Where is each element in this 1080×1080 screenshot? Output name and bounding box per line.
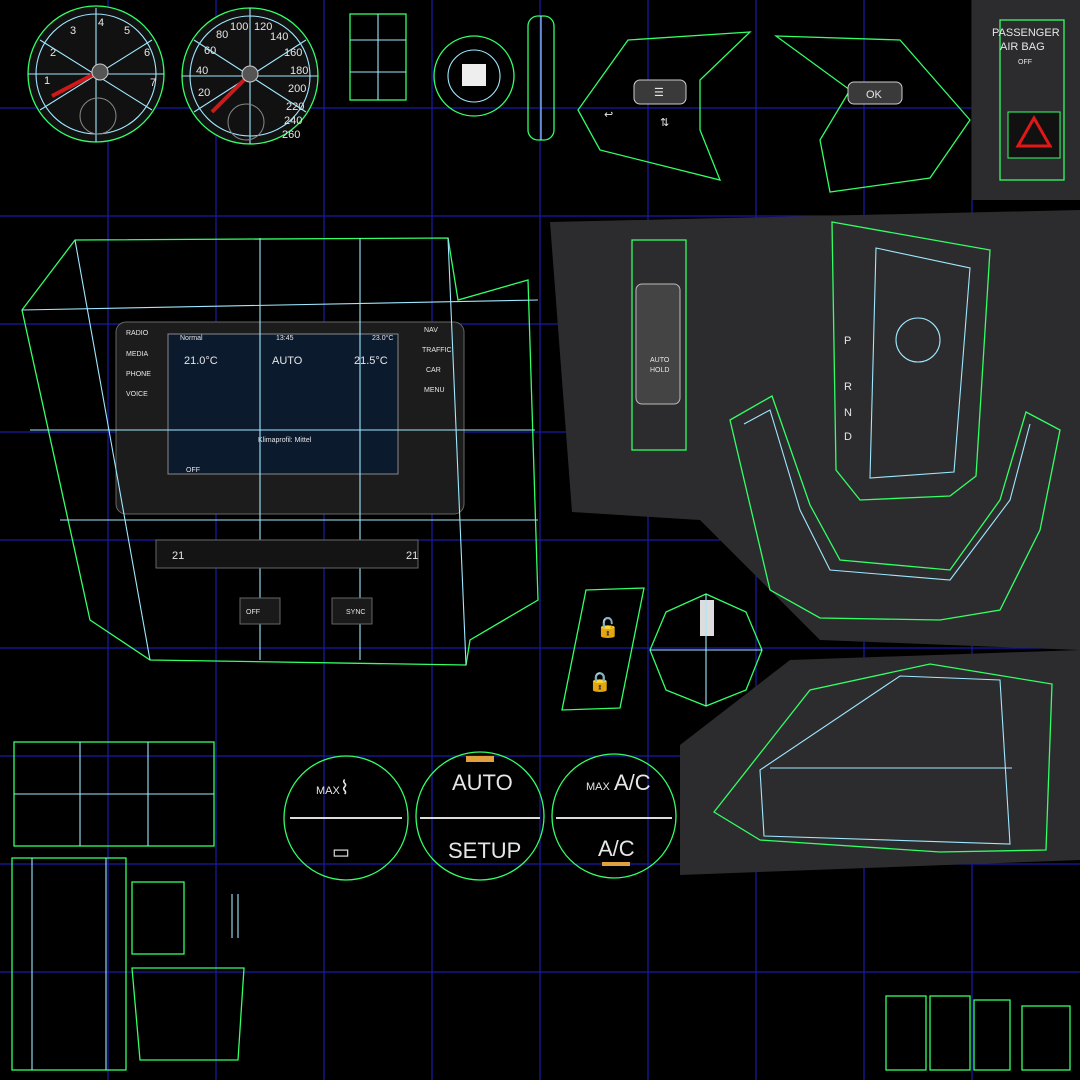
auto-knob-label: AUTO <box>452 770 513 795</box>
speedo-tick: 80 <box>216 29 228 41</box>
speedo-tick: 60 <box>204 45 216 57</box>
small-switches <box>885 995 1071 1071</box>
knob-auto-setup: AUTO SETUP <box>415 751 545 881</box>
max-ac-label: A/C <box>614 770 651 795</box>
btn-menu: MENU <box>424 387 445 394</box>
passenger-airbag-panel: PASSENGER AIR BAG OFF <box>992 19 1065 181</box>
speedo-tick: 200 <box>288 83 306 95</box>
unlock-icon: 🔓 <box>596 616 620 639</box>
knob-ac: MAX A/C A/C <box>551 753 677 879</box>
tachometer: 1 2 3 4 5 6 7 <box>27 5 165 143</box>
speedo-needle <box>210 72 252 114</box>
dashboard-vent <box>713 663 1053 853</box>
passenger-panel-backdrop <box>972 0 1080 200</box>
tach-tick: 4 <box>98 17 104 29</box>
climate-profile: Klimaprofil: Mittel <box>258 437 312 444</box>
auto-hold-switch: AUTO HOLD <box>631 239 687 451</box>
switch-panel-left <box>13 741 215 847</box>
temp-left: 21.0°C <box>184 355 218 367</box>
screen-time: 13:45 <box>276 335 294 342</box>
misc-parts-bottom-left <box>11 857 245 1071</box>
header-left: Normal <box>180 335 203 342</box>
climate-mode: AUTO <box>272 355 303 367</box>
tach-tick: 3 <box>70 25 76 37</box>
passenger-label: PASSENGER <box>992 27 1060 39</box>
btn-radio: RADIO <box>126 330 149 337</box>
rear-defrost-icon: ▭ <box>332 842 350 863</box>
steering-right-panel: OK <box>773 35 971 193</box>
defrost-max-label: MAX <box>316 785 341 797</box>
ac-label: A/C <box>598 836 635 861</box>
back-icon: ↩ <box>604 109 613 121</box>
speedo-tick: 180 <box>290 65 308 77</box>
stalk-part <box>527 15 555 141</box>
strip-sync: SYNC <box>346 609 365 616</box>
speedo-tick: 20 <box>198 87 210 99</box>
tach-tick: 1 <box>44 75 50 87</box>
airbag-label: AIR BAG <box>1000 41 1045 53</box>
hazard-triangle-icon <box>1015 114 1053 148</box>
tach-tick: 5 <box>124 25 130 37</box>
gear-d: D <box>844 431 852 443</box>
speedo-tick: 120 <box>254 21 272 33</box>
btn-voice: VOICE <box>126 391 148 398</box>
hold-label: HOLD <box>650 367 669 374</box>
btn-traffic: TRAFFIC <box>422 347 452 354</box>
speedo-tick: 100 <box>230 21 248 33</box>
rotary-dial <box>433 35 515 117</box>
tach-needle <box>51 70 99 98</box>
strip-off: OFF <box>246 609 260 616</box>
knob-defrost: MAX ⌇ ▭ <box>283 755 409 881</box>
btn-nav: NAV <box>424 327 438 334</box>
vent-backdrop <box>680 650 1080 875</box>
speedo-tick: 40 <box>196 65 208 77</box>
gear-r: R <box>844 381 852 393</box>
setup-knob-label: SETUP <box>448 838 521 863</box>
screen-off: OFF <box>186 467 200 474</box>
menu-icon: ☰ <box>654 87 664 99</box>
btn-car: CAR <box>426 367 441 374</box>
console-backdrop <box>550 210 1080 650</box>
gear-shifter: P R N D <box>729 221 1061 621</box>
round-knob <box>649 593 763 707</box>
speedo-tick: 240 <box>284 115 302 127</box>
tach-tick: 7 <box>150 77 156 89</box>
speedo-tick: 260 <box>282 129 300 141</box>
speedo-tick: 160 <box>284 47 302 59</box>
steering-left-panel: ☰ ↩ ⇅ <box>577 31 752 181</box>
mini-display <box>349 13 407 101</box>
infotainment-unit: RADIO MEDIA PHONE VOICE NAV TRAFFIC CAR … <box>21 237 539 666</box>
defrost-icon: ⌇ <box>340 778 349 799</box>
strip-temp-right: 21 <box>406 550 418 562</box>
airbag-off-label: OFF <box>1018 59 1032 66</box>
temp-right: 21.5°C <box>354 355 388 367</box>
up-down-icon: ⇅ <box>660 117 669 129</box>
door-lock-switch: 🔓 🔒 <box>561 587 645 711</box>
tach-tick: 2 <box>50 47 56 59</box>
btn-phone: PHONE <box>126 371 151 378</box>
auto-label: AUTO <box>650 357 670 364</box>
gear-n: N <box>844 407 852 419</box>
btn-media: MEDIA <box>126 351 149 358</box>
climate-strip: 21 21 OFF SYNC <box>155 539 419 625</box>
max-ac-prefix: MAX <box>586 781 611 793</box>
header-right: 23.0°C <box>372 334 393 342</box>
tach-tick: 6 <box>144 47 150 59</box>
strip-temp-left: 21 <box>172 550 184 562</box>
speedo-tick: 220 <box>286 101 304 113</box>
gear-p: P <box>844 335 851 347</box>
ok-label: OK <box>866 89 883 101</box>
lock-icon: 🔒 <box>588 671 612 693</box>
speedo-tick: 140 <box>270 31 288 43</box>
speedometer: 20 40 60 80 100 120 140 160 180 200 220 … <box>181 7 319 145</box>
